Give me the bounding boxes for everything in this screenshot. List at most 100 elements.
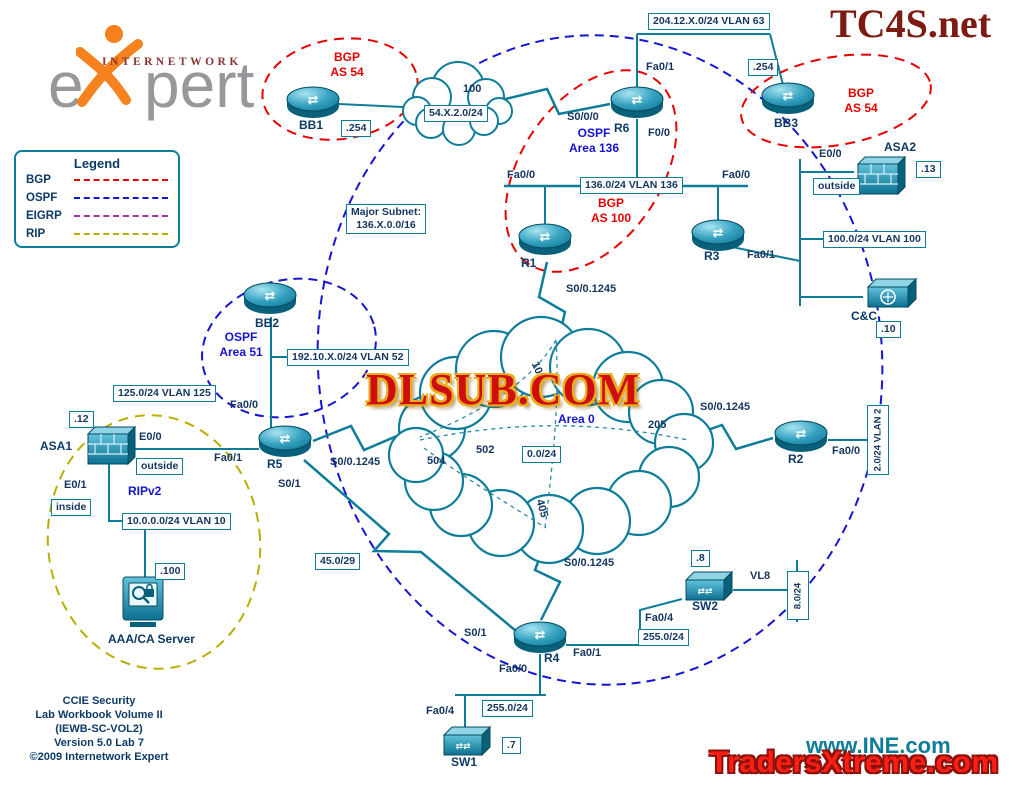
zone-asa2-outside: outside <box>813 178 861 195</box>
if-bb2-fa00: Fa0/0 <box>230 399 259 411</box>
devices <box>87 82 917 756</box>
logo-person-icon <box>75 22 146 112</box>
router-r2-icon <box>774 420 828 453</box>
node-name-r3: R3 <box>704 249 720 263</box>
router-r6-icon <box>610 86 664 119</box>
firewall-asa2-icon <box>857 156 906 195</box>
bgp-as54-left-label: BGP AS 54 <box>330 50 364 79</box>
node-name-bb3: BB3 <box>774 116 799 130</box>
node-name-r1: R1 <box>521 256 537 270</box>
ip-aaa: .100 <box>155 563 186 580</box>
logo-letter-e: e <box>48 49 84 121</box>
router-bb1-icon <box>286 86 340 119</box>
credits-block: CCIE Security Lab Workbook Volume II (IE… <box>16 694 182 764</box>
credit-line-2: Lab Workbook Volume II <box>35 709 163 721</box>
pvc-r5-r4 <box>423 447 547 529</box>
serial-r5-framerelay <box>312 424 405 452</box>
if-sw2-vl8: VL8 <box>750 570 771 582</box>
switch-sw1-icon <box>443 726 491 756</box>
firewall-asa1-icon <box>87 426 136 465</box>
router-r1-icon <box>518 223 572 256</box>
dlci-205: 205 <box>648 419 667 431</box>
ip-bb1: .254 <box>341 120 372 137</box>
ip-cc: .10 <box>876 321 901 338</box>
zone-asa1-inside: inside <box>51 499 92 516</box>
serial-links <box>303 87 774 632</box>
bgp-as100-boundary <box>504 69 678 273</box>
node-name-asa2: ASA2 <box>884 140 917 154</box>
ip-asa2: .13 <box>916 161 941 178</box>
legend-title: Legend <box>73 156 121 171</box>
link-r4-sw2 <box>566 598 683 646</box>
legend-dash-rip <box>74 233 168 235</box>
internetwork-expert-logo: e INTERNETWORK pert <box>16 10 286 128</box>
subnet-fr0: 0.0/24 <box>522 446 562 463</box>
subnet-vlan10: 10.0.0.0/24 VLAN 10 <box>122 513 231 530</box>
node-name-sw2: SW2 <box>692 599 719 613</box>
if-r4-s0: S0/0.1245 <box>564 557 615 569</box>
subnet-vlan8: 8.0/24 <box>787 571 809 620</box>
if-asa1-e01: E0/1 <box>64 479 87 491</box>
if-sw2-fa04: Fa0/4 <box>645 612 674 624</box>
cc-device-icon <box>867 278 917 308</box>
bgp-as54-right-label: BGP AS 54 <box>844 86 878 115</box>
legend-label-eigrp: EIGRP <box>26 210 62 222</box>
serial-cloud54-r6 <box>496 87 611 116</box>
ip-bb3: .254 <box>748 59 779 76</box>
subnet-vlan2: 2.0/24 VLAN 2 <box>867 405 889 475</box>
legend-dash-eigrp <box>74 215 168 217</box>
subnet-vlan125: 125.0/24 VLAN 125 <box>113 385 216 402</box>
if-r4-fa00: Fa0/0 <box>499 663 528 675</box>
ripv2-label: RIPv2 <box>128 484 162 498</box>
legend-label-bgp: BGP <box>26 174 51 186</box>
subnet-vlan63: 204.12.X.0/24 VLAN 63 <box>648 13 770 30</box>
subnet-vlan255-sw2: 255.0/24 <box>638 629 689 646</box>
frame-relay-cloud <box>387 315 715 565</box>
node-name-bb2: BB2 <box>255 316 280 330</box>
router-r4-icon <box>513 621 567 654</box>
ospf-area51-boundary <box>201 277 377 419</box>
frame-relay-pvcs <box>419 339 689 529</box>
node-name-r5: R5 <box>267 457 283 471</box>
credit-line-1: CCIE Security <box>62 695 136 707</box>
dlci-100: 100 <box>463 83 482 95</box>
if-r4-s01: S0/1 <box>464 627 487 639</box>
router-bb3-icon <box>761 82 815 115</box>
logo-wordmark: INTERNETWORK <box>102 56 242 68</box>
legend: Legend BGP OSPF EIGRP RIP <box>14 150 180 248</box>
ospf-area136-label: OSPF Area 136 <box>568 126 620 155</box>
node-name-r2: R2 <box>788 452 804 466</box>
node-name-asa1: ASA1 <box>40 439 73 453</box>
rip-domain-boundary <box>46 414 262 670</box>
if-asa2-e00: E0/0 <box>819 148 842 160</box>
link-r3-vlan100 <box>731 246 801 262</box>
if-r2-s0: S0/0.1245 <box>700 401 751 413</box>
subnet-vlan2-label: 2.0/24 VLAN 2 <box>872 408 884 472</box>
bgp-as54-left-boundary <box>261 37 419 141</box>
cloud-54 <box>402 61 513 146</box>
legend-label-rip: RIP <box>26 228 46 240</box>
if-r5-s01: S0/1 <box>278 478 301 490</box>
bgp-as100-label: BGP AS 100 <box>590 196 632 225</box>
logo-letters-pert: pert <box>144 49 255 121</box>
if-r5-fa01: Fa0/1 <box>214 452 243 464</box>
if-r1-s0: S0/0.1245 <box>566 283 617 295</box>
legend-dash-bgp <box>74 179 168 181</box>
ospf-area0-label: Area 0 <box>558 412 595 426</box>
ospf-area51-label: OSPF Area 51 <box>219 330 263 359</box>
tc4s-watermark: TC4S.net <box>830 1 992 46</box>
if-r4-fa01: Fa0/1 <box>573 647 602 659</box>
credit-line-4: Version 5.0 Lab 7 <box>54 737 144 749</box>
if-asa1-e00: E0/0 <box>139 431 162 443</box>
subnet-fr54: 54.X.2.0/24 <box>424 105 488 122</box>
pvc-r1-r5 <box>419 339 557 438</box>
credit-line-3: (IEWB-SC-VOL2) <box>55 723 143 735</box>
node-name-cc: C&C <box>851 309 877 323</box>
subnet-vlan8-label: 8.0/24 <box>792 582 804 609</box>
node-name-aaa: AAA/CA Server <box>108 632 195 646</box>
if-sw1-fa04: Fa0/4 <box>426 705 455 717</box>
aaa-ca-server-icon <box>121 575 165 629</box>
if-r2-fa00: Fa0/0 <box>832 445 861 457</box>
router-r3-icon <box>691 219 745 252</box>
if-r1-fa00: Fa0/0 <box>507 169 536 181</box>
